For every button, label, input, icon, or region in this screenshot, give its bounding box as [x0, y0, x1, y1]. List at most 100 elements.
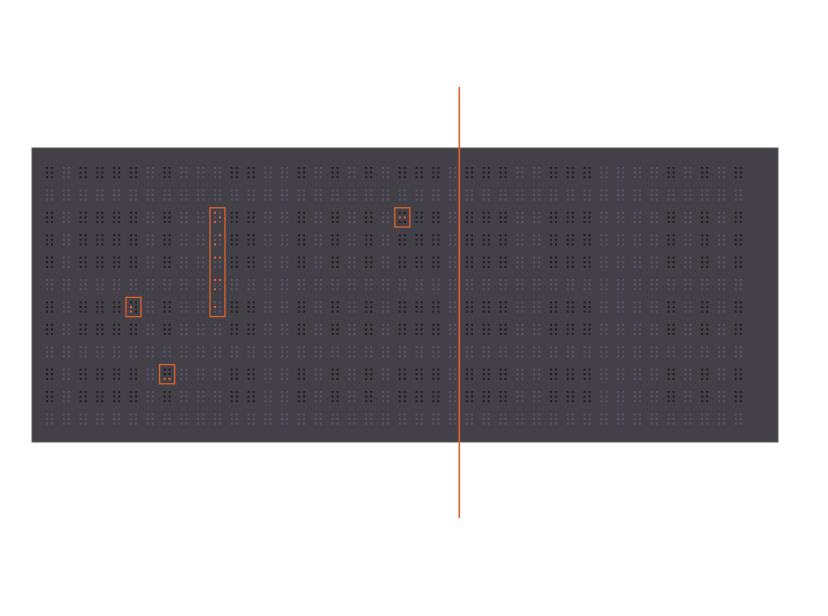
braille-dot: [101, 301, 104, 304]
braille-dot: [113, 391, 116, 393]
braille-dot: [684, 194, 687, 196]
braille-dot: [67, 350, 70, 353]
braille-dot: [336, 171, 339, 174]
braille-dot: [281, 422, 284, 425]
braille-dot: [672, 323, 675, 326]
highlight-box[interactable]: [209, 207, 226, 318]
braille-dot: [51, 283, 53, 286]
braille-dot: [230, 328, 233, 331]
braille-dot: [600, 413, 603, 416]
braille-dot: [79, 265, 82, 268]
braille-dot: [634, 279, 636, 281]
braille-dot: [365, 328, 368, 331]
braille-dot: [336, 328, 339, 331]
braille-dot: [46, 328, 48, 331]
braille-dot: [298, 288, 300, 291]
braille-dot: [571, 355, 574, 358]
braille-dot: [718, 346, 720, 349]
braille-dot: [382, 283, 384, 286]
braille-dot: [516, 368, 519, 371]
braille-dot: [550, 238, 552, 241]
braille-dot: [622, 221, 625, 223]
braille-cell: [96, 234, 104, 246]
braille-dot: [185, 368, 188, 371]
braille-dot: [51, 256, 53, 259]
braille-dot: [370, 391, 373, 393]
braille-dot: [482, 211, 485, 214]
braille-dot: [437, 400, 440, 403]
braille-dot: [163, 377, 166, 380]
highlight-box[interactable]: [394, 207, 411, 228]
braille-dot: [739, 310, 742, 313]
braille-dot: [583, 198, 586, 201]
braille-dot: [96, 400, 99, 403]
braille-cell: [96, 368, 104, 380]
braille-dot: [449, 350, 452, 353]
braille-dot: [420, 413, 423, 416]
braille-dot: [202, 283, 205, 286]
braille-dot: [67, 422, 70, 425]
braille-dot: [67, 333, 70, 335]
braille-dot: [466, 283, 468, 286]
braille-cell: [298, 346, 305, 358]
braille-dot: [622, 422, 625, 425]
highlight-box[interactable]: [125, 296, 142, 318]
braille-dot: [197, 306, 200, 308]
braille-dot: [180, 234, 183, 237]
braille-dot: [482, 234, 485, 237]
braille-dot: [353, 238, 356, 241]
braille-dot: [130, 256, 132, 259]
braille-dot: [487, 265, 490, 268]
braille-dot: [739, 283, 742, 286]
braille-dot: [684, 422, 687, 425]
braille-dot: [617, 350, 620, 353]
braille-dot: [487, 171, 490, 174]
braille-dot: [151, 176, 154, 179]
braille-dot: [667, 418, 670, 420]
braille-dot: [739, 368, 742, 371]
braille-dot: [252, 238, 255, 241]
braille-dot: [219, 413, 221, 416]
braille-dot: [230, 310, 233, 313]
braille-cell: [398, 189, 406, 201]
braille-dot: [639, 261, 641, 264]
braille-dot: [314, 243, 317, 246]
braille-dot: [331, 211, 334, 214]
braille-cell: [146, 323, 154, 335]
braille-dot: [348, 238, 351, 241]
braille-dot: [235, 216, 238, 219]
braille-dot: [180, 211, 183, 214]
braille-dot: [269, 279, 272, 281]
braille-dot: [398, 216, 401, 219]
braille-dot: [353, 301, 356, 304]
braille-dot: [197, 328, 200, 331]
braille-dot: [168, 328, 171, 331]
braille-dot: [314, 194, 317, 196]
braille-dot: [415, 198, 418, 201]
braille-dot: [101, 265, 104, 268]
braille-dot: [471, 211, 473, 214]
braille-dot: [689, 256, 692, 259]
braille-dot: [583, 167, 586, 169]
braille-dot: [403, 211, 406, 214]
braille-dot: [516, 350, 519, 353]
braille-dot: [588, 189, 591, 192]
braille-dot: [84, 194, 87, 196]
braille-dot: [281, 333, 284, 335]
braille-dot: [113, 198, 116, 201]
braille-dot: [718, 234, 720, 237]
braille-dot: [331, 350, 334, 353]
braille-dot: [583, 279, 586, 281]
braille-dot: [583, 176, 586, 179]
highlight-box[interactable]: [158, 363, 176, 385]
braille-dot: [634, 216, 636, 219]
braille-dot: [482, 261, 485, 264]
braille-dot: [314, 167, 317, 169]
braille-dot: [538, 413, 541, 416]
braille-dot: [303, 377, 305, 380]
braille-dot: [62, 346, 65, 349]
braille-dot: [214, 413, 216, 416]
braille-dot: [672, 198, 675, 201]
braille-dot: [588, 333, 591, 335]
braille-cell: [516, 323, 524, 335]
